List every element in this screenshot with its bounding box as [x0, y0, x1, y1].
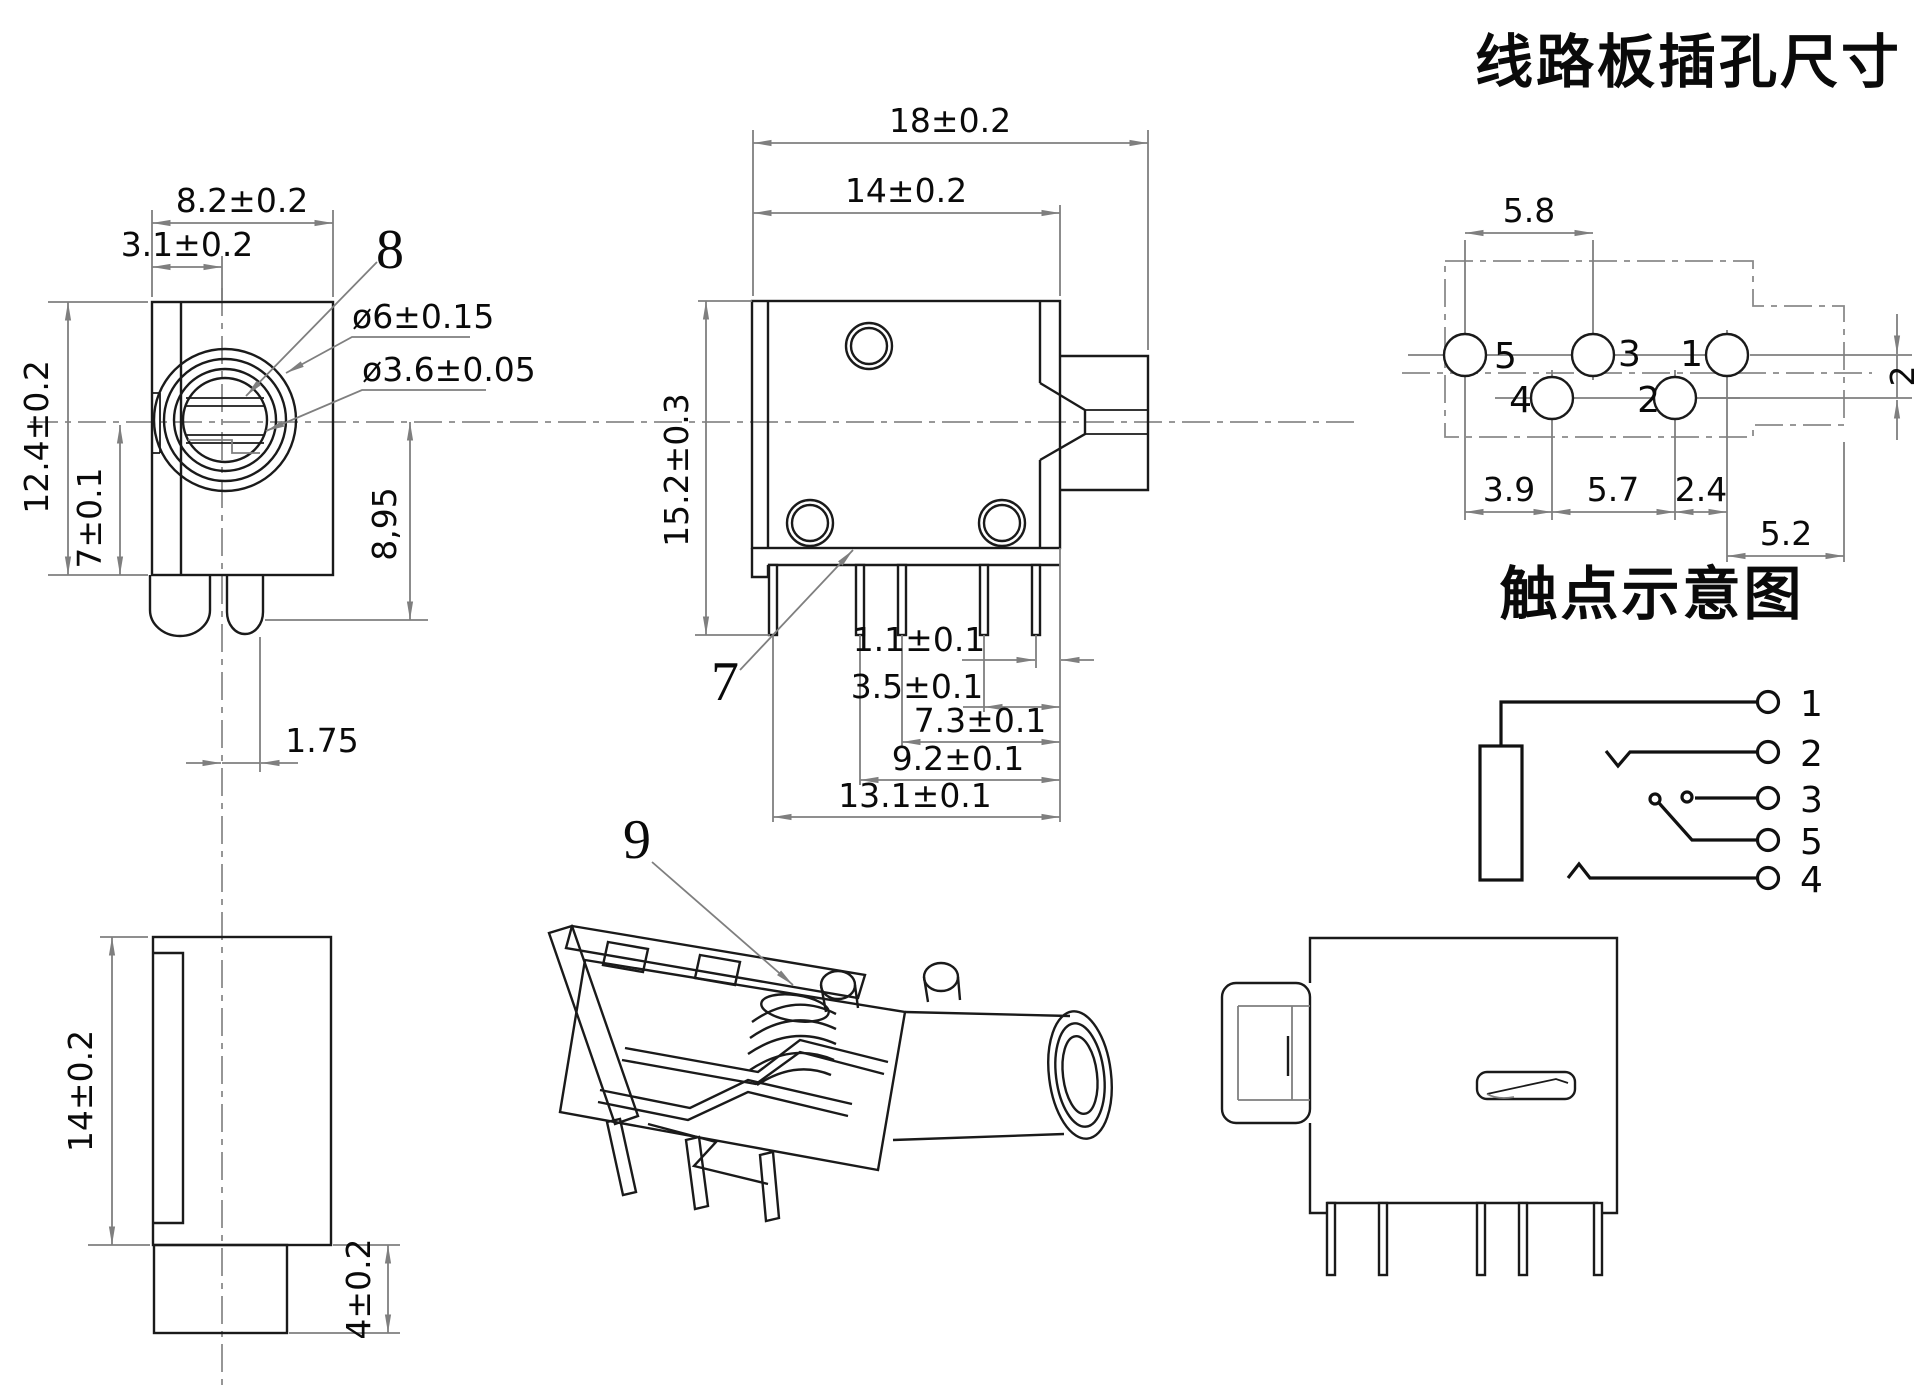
part-label-8: 8 — [376, 219, 404, 281]
bottom-view-body — [151, 935, 333, 1335]
dim-side-pin-e: 13.1±0.1 — [838, 776, 992, 815]
terminal-label-2: 2 — [1800, 734, 1823, 775]
part-label-9: 9 — [623, 809, 651, 871]
terminal-label-3: 3 — [1800, 780, 1823, 821]
dim-side-pin-c: 7.3±0.1 — [914, 701, 1047, 740]
slot-opening — [1475, 1070, 1577, 1101]
side-view-body — [750, 299, 1150, 637]
front-view-body — [148, 300, 335, 638]
hole-label-1: 1 — [1680, 334, 1703, 375]
dim-side-total-width: 18±0.2 — [889, 101, 1011, 140]
dim-front-center-bottom: 7±0.1 — [70, 467, 109, 568]
dim-front-inner-dia: ø3.6±0.05 — [362, 350, 536, 389]
dim-pcb-b: 5.7 — [1587, 470, 1639, 509]
pcb-outline — [1444, 260, 1845, 438]
terminal-4 — [1755, 865, 1781, 891]
dim-side-pin-d: 9.2±0.1 — [892, 739, 1025, 778]
dim-front-pin-depth: 8,95 — [365, 487, 404, 560]
hole-label-4: 4 — [1509, 380, 1532, 421]
dim-bottom-height: 14±0.2 — [61, 1030, 100, 1152]
dim-side-pin-a: 1.1±0.1 — [853, 620, 986, 659]
pcb-holes — [1442, 332, 1750, 421]
terminal-label-4: 4 — [1800, 860, 1823, 901]
sleeve-symbol — [1478, 744, 1524, 882]
hole-label-3: 3 — [1618, 334, 1641, 375]
dim-side-height: 15.2±0.3 — [657, 393, 696, 547]
dim-front-offset: 3.1±0.2 — [121, 225, 254, 264]
side-view: 18±0.2 14±0.2 15.2±0.3 1.1±0.1 3.5±0.1 7… — [657, 101, 1150, 822]
front-view: 8.2±0.2 3.1±0.2 12.4±0.2 7±0.1 8,95 1.75… — [17, 181, 536, 772]
terminal-5 — [1755, 827, 1781, 853]
bottom-view: 14±0.2 4±0.2 — [61, 935, 400, 1340]
dim-front-pin-pitch: 1.75 — [285, 721, 358, 760]
dim-front-height: 12.4±0.2 — [17, 360, 56, 514]
contact-diagram: 1 2 3 5 4 — [1478, 684, 1823, 901]
dim-pcb-d: 5.2 — [1760, 514, 1812, 553]
terminal-2 — [1755, 739, 1781, 765]
barrel-side — [1220, 981, 1312, 1125]
contact-diagram-title: 触点示意图 — [1499, 560, 1804, 628]
dim-side-body-width: 14±0.2 — [845, 171, 967, 210]
barrel-front — [1047, 1010, 1113, 1140]
dim-pcb-top: 5.8 — [1503, 191, 1555, 230]
dim-pcb-a: 3.9 — [1483, 470, 1535, 509]
perspective-view: 9 — [547, 809, 1113, 1223]
dim-pcb-c: 2.4 — [1675, 470, 1727, 509]
part-label-7: 7 — [711, 651, 739, 713]
hole-label-5: 5 — [1494, 336, 1517, 377]
dim-side-pin-b: 3.5±0.1 — [851, 667, 984, 706]
terminal-3 — [1755, 785, 1781, 811]
hole-label-2: 2 — [1637, 380, 1660, 421]
dim-front-outer-dia: ø6±0.15 — [352, 297, 494, 336]
dim-bottom-barrel: 4±0.2 — [339, 1238, 378, 1339]
side-view-bottom — [1220, 936, 1619, 1277]
terminal-label-5: 5 — [1800, 822, 1823, 863]
sheet-title: 线路板插孔尺寸 — [1475, 28, 1902, 96]
terminal-1 — [1755, 689, 1781, 715]
dim-pcb-row-gap: 2 — [1883, 366, 1920, 387]
pcb-hole-layout: 5 3 1 4 2 5.8 3.9 5.7 2.4 5.2 2 — [1408, 191, 1920, 562]
terminal-label-1: 1 — [1800, 684, 1823, 725]
dim-front-width: 8.2±0.2 — [176, 181, 309, 220]
